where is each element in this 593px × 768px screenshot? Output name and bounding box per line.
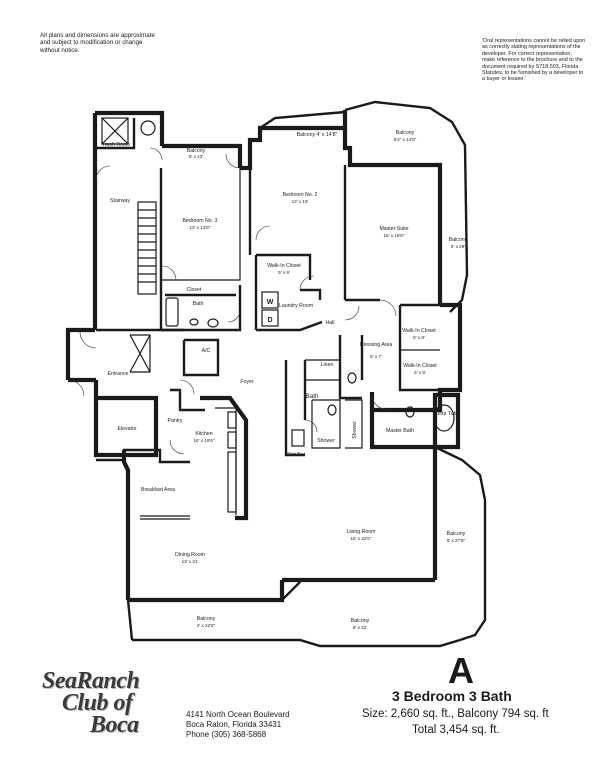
closet-label: Closet <box>187 287 202 293</box>
address-phone: Phone (305) 368-5868 <box>186 729 267 739</box>
right-balcony-dim: 6' x 29' <box>451 244 465 249</box>
bedroom2-closet-dim: 5' x 9' <box>278 270 290 275</box>
small-balcony-dim: 5' x 13' <box>189 154 203 159</box>
master-toilet-icon <box>405 406 415 418</box>
bedroom2-closet-label: Walk-In Closet <box>267 263 301 269</box>
logo-line-2: Club of <box>62 690 133 716</box>
hall-label: Hall <box>326 320 335 326</box>
stairway-label: Stairway <box>110 198 130 204</box>
elevator-label: Elevator <box>117 426 136 432</box>
pantry-label: Pantry <box>168 418 183 424</box>
hall-bath-label: Bath <box>305 393 319 400</box>
wet-bar-sink-icon <box>291 429 305 447</box>
master-closet1-label: Walk-In Closet <box>402 328 436 334</box>
master-closet1-dim: 8' x 8' <box>413 335 425 340</box>
master-suite-dim: 15' x 19'6" <box>383 233 404 238</box>
searanch-logo: SeaRanch Club of Boca <box>42 668 182 738</box>
shower1-label: Shower <box>317 438 335 444</box>
washer-box <box>261 291 279 309</box>
logo-line-1: SeaRanch <box>42 668 140 694</box>
logo-line-3: Boca <box>90 712 139 738</box>
living-room-dim: 18' x 22'6" <box>350 536 371 541</box>
small-balcony-label: Balcony <box>187 148 206 154</box>
address-block: 4141 North Ocean Boulevard Boca Raton, F… <box>186 710 290 739</box>
living-room-label: Living Room <box>347 529 376 535</box>
entrance-label: Entrance <box>108 371 129 377</box>
master-closet2-dim: 6' x 8' <box>414 370 426 375</box>
dressing-area-dim: 5' x 7' <box>370 354 382 359</box>
bedroom2-dim: 13' x 15' <box>292 199 309 204</box>
wet-bar-label: Wet Bar <box>287 452 306 458</box>
corner-balcony-dim: 8'4" x 14'8" <box>394 137 417 142</box>
sliding-doors <box>140 180 441 601</box>
door-swings <box>67 147 397 455</box>
disclaimer-note: All plans and dimensions are approximate… <box>40 32 155 54</box>
bottom-left-balcony-label: Balcony <box>197 616 216 622</box>
washer-label: W <box>267 299 274 306</box>
dryer-box <box>261 309 279 327</box>
kitchen-dim: 16' x 16'6" <box>193 438 214 443</box>
bedroom2-label: Bedroom No. 2 <box>283 192 318 198</box>
bedroom3-dim: 13' x 13'8" <box>189 225 210 230</box>
address-city: Boca Raton, Florida 33431 <box>186 719 282 729</box>
plan-type: 3 Bedroom 3 Bath <box>392 688 512 704</box>
dining-room-label: Dining Room <box>175 552 205 558</box>
plan-total: Total 3,454 sq. ft. <box>412 724 500 736</box>
trash-room-label: Trash Room <box>102 142 130 148</box>
chute-circle-icon <box>140 120 156 136</box>
shower2-label: Shower <box>352 421 358 439</box>
dressing-area-label: Dressing Area <box>360 342 393 348</box>
bedroom3-label: Bedroom No. 3 <box>183 218 218 224</box>
kitchen-counter <box>227 411 237 513</box>
laundry-label: Laundry Room <box>279 303 313 309</box>
lower-right-balcony-label: Balcony <box>447 531 466 537</box>
toilet-icon <box>207 318 219 328</box>
sink-icon <box>189 318 199 326</box>
ultra-tub-label: Ultra Tub <box>435 411 456 417</box>
kitchen-label: Kitchen <box>195 431 212 437</box>
master-closet2-label: Walk-In Closet <box>403 363 437 369</box>
stair-treads <box>137 201 157 295</box>
ac-label: A/C <box>202 348 211 354</box>
top-balcony-label: Balcony 4' x 14'8" <box>297 132 338 138</box>
plan-size: Size: 2,660 sq. ft., Balcony 794 sq. ft <box>362 708 549 720</box>
linen-label: Linen <box>321 362 334 368</box>
lower-right-balcony-dim: 6' x 27'8" <box>447 538 466 543</box>
oral-representation-note: 'Oral representations cannot be relied u… <box>482 38 586 83</box>
master-bath-label: Master Bath <box>386 428 414 434</box>
right-balcony-label: Balcony <box>449 237 468 243</box>
bottom-right-balcony-dim: 9' x 22' <box>353 625 367 630</box>
bottom-left-balcony-dim: 4' x 22'8" <box>197 623 216 628</box>
address-street: 4141 North Ocean Boulevard <box>186 710 290 719</box>
ultra-tub-icon <box>433 404 455 432</box>
breakfast-area-label: Breakfast Area <box>141 487 175 493</box>
corner-balcony-label: Balcony <box>396 130 415 136</box>
bathtub-icon <box>165 297 179 327</box>
plan-letter: A <box>448 650 474 691</box>
dryer-label: D <box>267 317 272 324</box>
foyer-label: Foyer <box>240 379 254 385</box>
bedroom3-bath-label: Bath <box>193 301 204 307</box>
bottom-right-balcony-label: Balcony <box>351 618 370 624</box>
master-suite-label: Master Suite <box>379 226 408 232</box>
trash-chute-icon <box>101 117 129 145</box>
dressing-toilet-icon <box>347 372 357 384</box>
dining-room-dim: 13' x 21' <box>182 559 199 564</box>
hall-toilet-icon <box>327 404 337 416</box>
